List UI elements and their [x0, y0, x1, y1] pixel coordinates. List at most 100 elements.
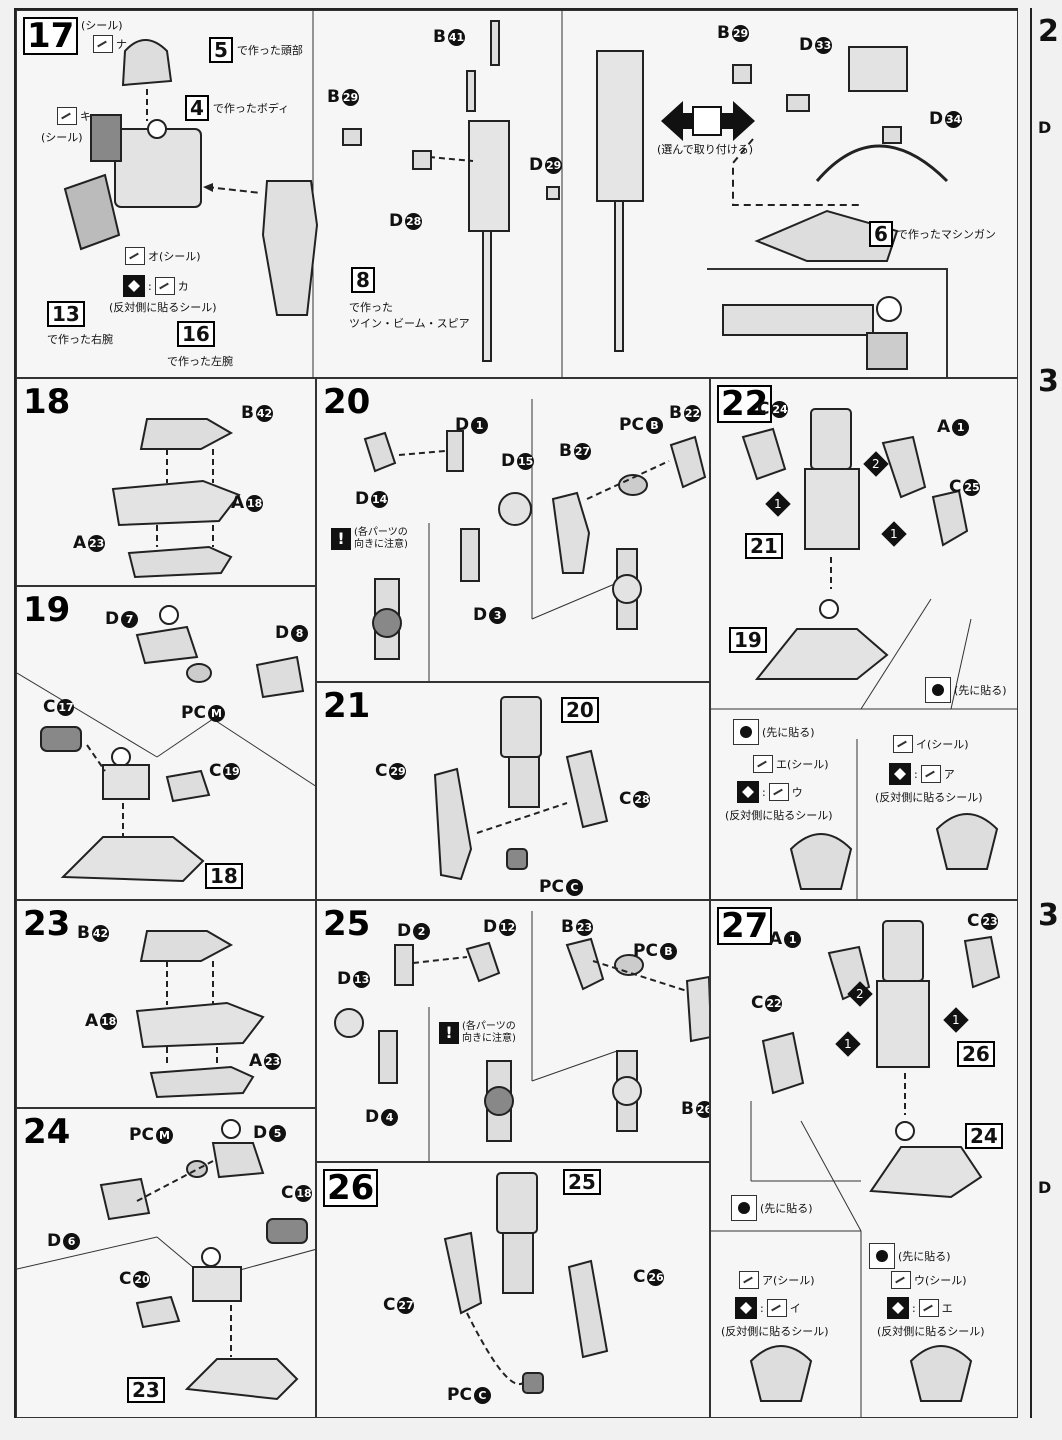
flip-caption: (反対側に貼るシール)	[721, 1325, 829, 1338]
part-number: 8	[291, 624, 309, 642]
flip-caption: (反対側に貼るシール)	[109, 301, 217, 314]
first-sticker: (先に貼る)	[733, 719, 815, 745]
sticker-code: キ	[80, 110, 91, 123]
part-letter: D	[47, 1231, 62, 1251]
sticker-code: ア	[943, 768, 955, 781]
flip-caption: (反対側に貼るシール)	[877, 1325, 985, 1338]
part-letter: A	[937, 417, 951, 437]
warning-text: (各パーツの 向きに注意)	[462, 1021, 516, 1044]
part-letter: D	[473, 605, 488, 625]
part-number: 1	[471, 416, 489, 434]
flip-icon	[735, 1297, 757, 1319]
part-letter: B	[681, 1099, 694, 1119]
part-letter: C	[757, 399, 770, 419]
flip-caption: (反対側に貼るシール)	[725, 809, 833, 822]
part-number: 5	[269, 1124, 287, 1142]
first-icon	[869, 1243, 895, 1269]
ref-23: 23	[127, 1377, 165, 1403]
first-icon	[733, 719, 759, 745]
part-letter: D	[501, 451, 516, 471]
spear-text-2: ツイン・ビーム・スピア	[349, 317, 470, 330]
sticker-code: ア(シール)	[762, 1274, 815, 1287]
ref-box: 24	[965, 1123, 1003, 1149]
order-number: 2	[872, 456, 880, 471]
orientation-warning: !(各パーツの 向きに注意)	[439, 1021, 516, 1045]
flip-icon	[887, 1297, 909, 1319]
sticker-u: ウ(シール)	[891, 1271, 967, 1289]
part-number: B	[659, 942, 677, 960]
sticker-code: ウ(シール)	[914, 1274, 967, 1287]
sticker-icon	[891, 1271, 911, 1289]
step-27-illustration	[711, 920, 1001, 1417]
part-number: 22	[683, 404, 701, 422]
part-letter: D	[389, 211, 404, 231]
part-number: 29	[731, 24, 749, 42]
part-letter: PC	[619, 415, 644, 435]
part-number: 17	[57, 698, 75, 716]
part-number: 26	[695, 1100, 709, 1118]
part-number: M	[207, 704, 225, 722]
warning-text: (各パーツの 向きに注意)	[354, 527, 408, 550]
part-b26: B26	[681, 1099, 709, 1119]
first-text: (先に貼る)	[898, 1250, 951, 1263]
part-letter: D	[105, 609, 120, 629]
left-arm-reference: 16	[177, 321, 215, 347]
step-25-panel: 25 D2 D12 D13 D4 B23 PCB B26 !(各パーツの 向きに…	[316, 900, 710, 1162]
part-number: 41	[447, 28, 465, 46]
step-23-illustration	[135, 930, 265, 1099]
part-number: 42	[91, 924, 109, 942]
sticker-code: エ(シール)	[776, 758, 829, 771]
ref-box: 25	[563, 1169, 601, 1195]
orientation-warning: !(各パーツの 向きに注意)	[331, 527, 408, 551]
part-number: 24	[771, 400, 789, 418]
adjacent-step-number: 2	[1038, 14, 1059, 49]
part-letter: PC	[181, 703, 206, 723]
flip-sticker: :カ	[123, 275, 189, 297]
warning-icon: !	[331, 528, 351, 550]
adjacent-step-number: 3	[1038, 898, 1059, 933]
part-letter: A	[769, 929, 783, 949]
part-number: 29	[341, 88, 359, 106]
part-letter: D	[529, 155, 544, 175]
step-21-illustration	[433, 696, 609, 881]
ref-26: 26	[957, 1041, 995, 1067]
part-number: 18	[100, 1012, 118, 1030]
part-letter: C	[633, 1267, 646, 1287]
step-number: 22	[717, 385, 773, 423]
instruction-grid: 17	[14, 8, 1018, 1418]
part-letter: C	[375, 761, 388, 781]
spear-text-1: で作った	[349, 301, 393, 314]
sticker-label: (シール)	[81, 19, 123, 32]
ref-box: 16	[177, 321, 215, 347]
sticker-code: エ	[941, 1302, 953, 1315]
right-arm-reference: 13	[47, 301, 85, 327]
part-number: C	[565, 878, 583, 896]
ref-box: 21	[745, 533, 783, 559]
part-number: B	[645, 416, 663, 434]
part-number: 23	[264, 1052, 282, 1070]
